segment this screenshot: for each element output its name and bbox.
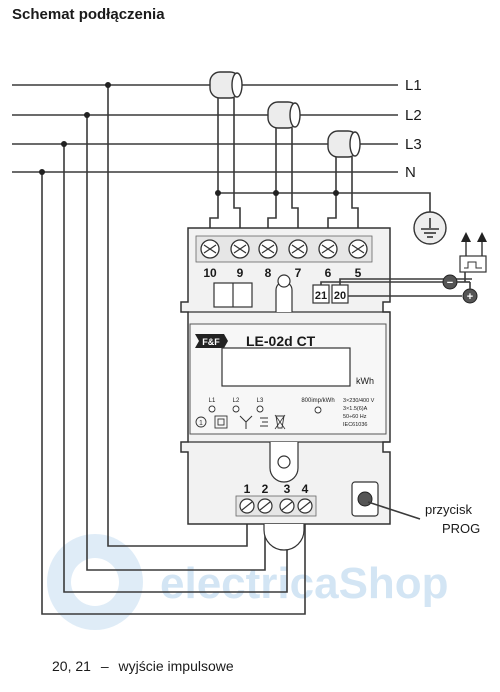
- footnote: 20, 21 – wyjście impulsowe: [52, 658, 240, 674]
- terminal-7: [288, 239, 308, 259]
- pulse-minus-sign: −: [447, 277, 453, 289]
- spec-frequency: 50÷60 Hz: [343, 414, 367, 420]
- led-l2-icon: [232, 405, 240, 413]
- ct-l3: [327, 130, 361, 158]
- diagram-title: Schemat podłączenia: [12, 6, 165, 23]
- footnote-terms: 20, 21: [52, 658, 91, 674]
- prog-button[interactable]: [351, 481, 379, 517]
- terminal-10: [200, 239, 220, 259]
- ground-icon: [413, 211, 447, 245]
- model-name: LE-02d CT: [246, 333, 316, 349]
- svg-text:F&F: F&F: [202, 337, 220, 347]
- terminal-3: [279, 498, 295, 514]
- spec-voltage: 3×230/400 V: [343, 398, 375, 404]
- prog-label-line2: PROG: [442, 521, 480, 536]
- terminal-label-8: 8: [265, 266, 272, 280]
- terminal-label-2: 2: [262, 482, 269, 496]
- imp-rate-label: 800imp/kWh: [301, 398, 334, 404]
- current-transformers: [209, 71, 361, 158]
- led-label-l3: L3: [257, 398, 264, 404]
- terminal-4: [297, 498, 313, 514]
- ct-l1: [209, 71, 243, 99]
- top-terminal-block: [195, 235, 373, 263]
- led-label-l2: L2: [233, 398, 240, 404]
- pulse-label-20: 20: [334, 290, 346, 302]
- terminal-label-10: 10: [203, 266, 217, 280]
- label-l2: L2: [405, 107, 422, 124]
- spec-current: 3×1.5(6)A: [343, 406, 368, 412]
- pulse-plus-sign: +: [467, 291, 473, 303]
- terminal-6: [318, 239, 338, 259]
- footnote-dash: –: [100, 658, 109, 674]
- prog-leader-line: [367, 501, 421, 520]
- label-l1: L1: [405, 77, 422, 94]
- led-label-l1: L1: [209, 398, 216, 404]
- bottom-terminal-block: [235, 495, 317, 517]
- label-n: N: [405, 164, 416, 181]
- weee-bin-icon: [275, 415, 285, 429]
- double-insulation-icon: [214, 415, 228, 429]
- terminal-label-7: 7: [295, 266, 302, 280]
- lcd-display: [221, 347, 351, 387]
- terminal-label-9: 9: [237, 266, 244, 280]
- led-l3-icon: [256, 405, 264, 413]
- class-one-icon: [195, 416, 207, 428]
- terminal-1: [239, 498, 255, 514]
- prog-label-line1: przycisk: [425, 502, 472, 517]
- pulse-counter-icon: [459, 255, 487, 282]
- terminal-label-6: 6: [325, 266, 332, 280]
- terminal-label-5: 5: [355, 266, 362, 280]
- output-arrows-icon: [461, 232, 487, 256]
- watermark: electricaShop: [47, 534, 449, 630]
- pulse-output-wiring: − +: [320, 232, 487, 304]
- terminal-5: [348, 239, 368, 259]
- ct-leads: [209, 98, 431, 240]
- supply-lines: [12, 84, 398, 173]
- terminal-label-3: 3: [284, 482, 291, 496]
- terminal-label-1: 1: [244, 482, 251, 496]
- led-l1-icon: [208, 405, 216, 413]
- label-l3: L3: [405, 136, 422, 153]
- ce-icon: [260, 417, 268, 427]
- terminal-8: [258, 239, 278, 259]
- display-unit: kWh: [356, 376, 374, 386]
- tap-l1: [107, 85, 248, 547]
- terminal-9: [230, 239, 250, 259]
- svg-text:1: 1: [199, 420, 203, 427]
- pulse-label-21: 21: [315, 290, 327, 302]
- pulse-led-icon: [314, 406, 322, 414]
- watermark-logo-inner: [71, 558, 119, 606]
- spec-standard: IEC61036: [343, 422, 367, 428]
- brand-logo: F&F: [195, 334, 228, 348]
- certification-icons: 1: [195, 414, 286, 430]
- tap-l2: [86, 115, 266, 571]
- terminal-label-4: 4: [302, 482, 309, 496]
- energy-meter: 10 9 8 7 6 5 21 20 F&F LE-02d CT kWh L1 …: [180, 227, 391, 551]
- tap-n: [41, 172, 306, 615]
- ct-l2: [267, 101, 301, 129]
- terminal-2: [257, 498, 273, 514]
- star-connection-icon: [239, 415, 253, 429]
- footnote-text: wyjście impulsowe: [118, 658, 234, 674]
